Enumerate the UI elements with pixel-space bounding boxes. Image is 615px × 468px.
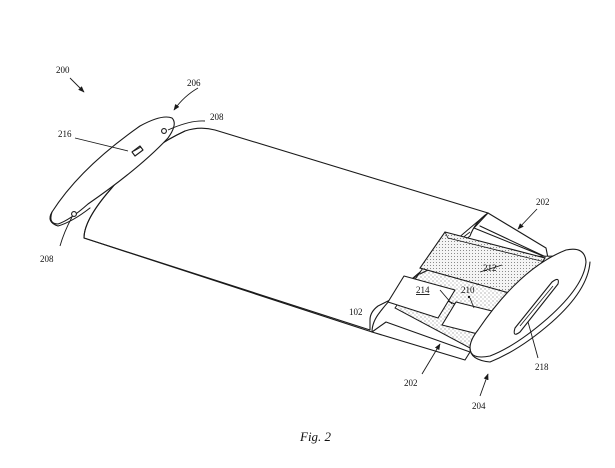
label-102: 102 <box>349 307 363 317</box>
component-214 <box>387 275 456 319</box>
label-202-bottom: 202 <box>404 378 418 388</box>
leader-lines <box>59 77 539 397</box>
port-208-bottom <box>71 211 77 217</box>
label-202-top: 202 <box>536 197 550 207</box>
end-cap-left <box>49 116 175 227</box>
label-210: 210 <box>461 285 475 295</box>
label-206: 206 <box>187 78 201 88</box>
button-216 <box>131 145 144 157</box>
label-212: 212 <box>483 263 497 273</box>
label-208-bottom: 208 <box>40 254 54 264</box>
label-204: 204 <box>472 401 486 411</box>
figure-caption: Fig. 2 <box>299 429 332 444</box>
end-cap-right <box>469 248 591 363</box>
port-208-top <box>161 128 167 134</box>
label-200: 200 <box>56 65 70 75</box>
reference-labels: 200 206 208 216 208 202 212 210 214 102 … <box>40 65 550 411</box>
label-216: 216 <box>58 129 72 139</box>
label-214: 214 <box>416 285 430 295</box>
label-208-top: 208 <box>210 112 224 122</box>
label-218: 218 <box>535 362 549 372</box>
